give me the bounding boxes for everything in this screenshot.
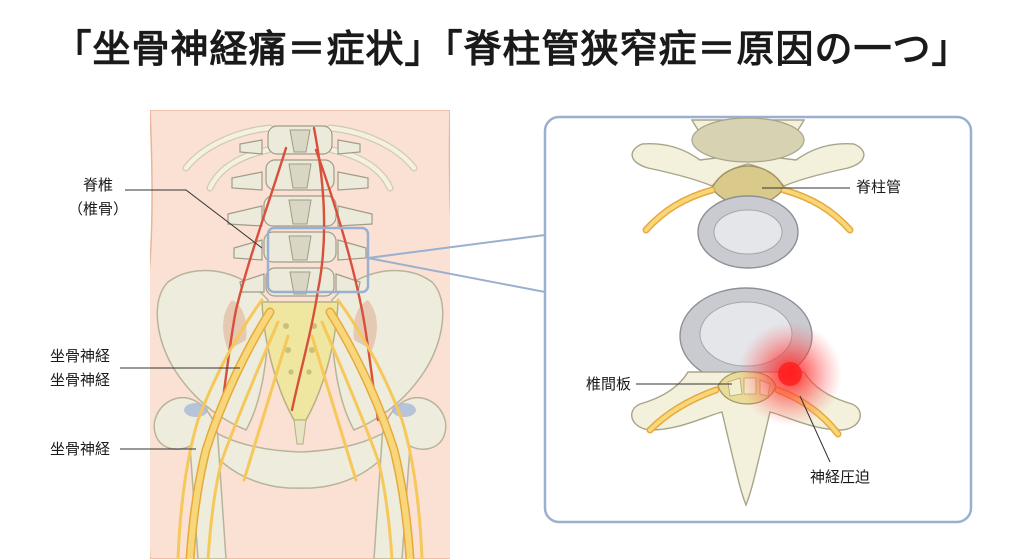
left-labels: 脊椎 （椎骨） 坐骨神経 坐骨神経 坐骨神経 (50, 176, 263, 458)
leader-vertebra (125, 189, 263, 249)
label-sciatic-a1: 坐骨神経 (50, 347, 110, 365)
lumbar-spine (227, 125, 373, 297)
label-vertebra-1: 脊椎 (83, 176, 113, 194)
label-spinal-canal: 脊柱管 (856, 178, 901, 196)
arteries (218, 126, 380, 422)
leader-compression (799, 395, 831, 463)
label-sciatic-b: 坐骨神経 (50, 440, 110, 458)
page-title: 「坐骨神経痛＝症状」「脊柱管狭窄症＝原因の一つ」 (53, 27, 971, 71)
label-sciatic-a2: 坐骨神経 (50, 371, 110, 389)
zoom-connector (367, 234, 546, 293)
label-compression: 神経圧迫 (810, 468, 870, 486)
body-illustration (150, 110, 450, 559)
label-vertebra-2: （椎骨） (68, 200, 128, 218)
zoom-region (266, 226, 370, 294)
label-disc: 椎間板 (586, 375, 631, 393)
vertebra-normal (631, 117, 865, 269)
